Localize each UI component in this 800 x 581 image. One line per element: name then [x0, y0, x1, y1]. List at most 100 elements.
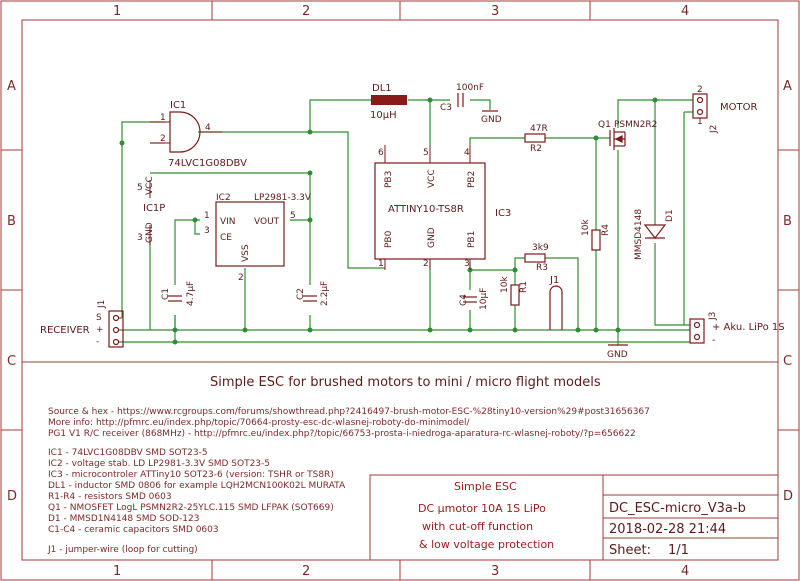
- zone-row-c-right: C: [783, 354, 792, 369]
- note-source: Source & hex - https://www.rcgroups.com/…: [48, 407, 650, 417]
- tb-line1: DC µmotor 10A 1S LiPo: [418, 502, 546, 515]
- ic3-pin3: 3: [464, 259, 470, 269]
- receiver-connector: [108, 310, 124, 348]
- ic3-pin1: 1: [378, 259, 384, 269]
- zone-row-a-left: A: [7, 79, 16, 94]
- title-block: [369, 474, 779, 561]
- j3-connector: [689, 318, 705, 344]
- r1-name: R1: [519, 281, 529, 293]
- zone-row-d-right: D: [783, 489, 793, 504]
- j2-connector: [692, 93, 708, 119]
- r2-resistor: [524, 133, 546, 143]
- c1-value: 4.7µF: [186, 281, 196, 306]
- bom-line: R1-R4 - resistors SMD 0603: [48, 492, 172, 502]
- r2-value: 47R: [530, 124, 548, 134]
- ic3-pin4: 4: [464, 148, 470, 158]
- r3-value: 3k9: [532, 243, 549, 253]
- ic2-vss: VSS: [241, 244, 251, 262]
- ic3-pb0: PB0: [384, 230, 394, 248]
- j2-label: MOTOR: [720, 102, 757, 113]
- note-receiver: PG1 V1 R/C receiver (868MHz) - http://pf…: [48, 429, 636, 439]
- gnd-main-label: GND: [607, 350, 628, 360]
- r1-resistor: [510, 284, 520, 306]
- tb-file: DC_ESC-micro_V3a-b: [609, 501, 746, 516]
- tb-sheet-value: 1/1: [668, 543, 689, 558]
- ic3-pb3: PB3: [384, 171, 394, 188]
- ic1-pin4: 4: [205, 123, 211, 133]
- ic1p-pin3: 3: [137, 233, 143, 243]
- tb-line3: & low voltage protection: [419, 538, 554, 551]
- ic1p-gnd: GND: [145, 222, 155, 243]
- j3-name: J3: [708, 312, 718, 321]
- ic3-pb2: PB2: [467, 171, 477, 188]
- bom-line: DL1 - inductor SMD 0806 for example LQH2…: [48, 481, 346, 491]
- junctions: [119, 97, 658, 345]
- ic1-value: 74LVC1G08DBV: [168, 158, 247, 169]
- zone-col-2-bottom: 2: [302, 564, 310, 579]
- tb-sheet-label: Sheet:: [609, 543, 651, 558]
- jumper-note: J1 - jumper-wire (loop for cutting): [47, 545, 198, 555]
- ic3-vcc: VCC: [427, 169, 437, 188]
- zone-row-c-left: C: [7, 354, 16, 369]
- d1-value: MMSD4148: [634, 209, 644, 260]
- ic2-body: [215, 201, 285, 267]
- ic1-and-gate: [150, 111, 222, 153]
- ic3-pin2: 2: [423, 259, 429, 269]
- c3-name: C3: [440, 103, 452, 113]
- zone-col-4-bottom: 4: [681, 564, 689, 579]
- bom-line: Q1 - NMOSFET LogL PSMN2R2-25YLC.115 SMD …: [48, 503, 334, 513]
- j2-name: J2: [709, 125, 719, 134]
- ic2-pin1: 1: [204, 211, 210, 221]
- r3-name: R3: [536, 263, 548, 273]
- j3-minus: -: [712, 335, 716, 346]
- ic2-name: IC2: [216, 193, 231, 203]
- ic2-pin2: 2: [238, 273, 244, 283]
- r1-value: 10k: [500, 276, 510, 293]
- q1-name: Q1: [598, 120, 611, 130]
- tb-line2: with cut-off function: [422, 520, 533, 533]
- ic2-pin5: 5: [290, 211, 296, 221]
- ic2-value: LP2981-3.3V: [254, 193, 312, 203]
- ic3-value: ATTINY10-TS8R: [388, 204, 464, 215]
- zone-col-1-top: 1: [113, 4, 121, 19]
- c3-gnd: GND: [481, 115, 502, 125]
- ic3-name: IC3: [495, 208, 511, 219]
- ic1-pin1: 1: [160, 113, 166, 123]
- c2-name: C2: [296, 288, 306, 300]
- bom-line: IC3 - microcontroler ATTiny10 SOT23-6 (v…: [48, 470, 334, 480]
- ic3-pins: [384, 145, 471, 270]
- ic2-vout: VOUT: [254, 217, 280, 227]
- zone-col-2-top: 2: [302, 4, 310, 19]
- dl1-name: DL1: [372, 83, 392, 94]
- receiver-s: S: [96, 313, 102, 323]
- zone-col-1-bottom: 1: [113, 564, 121, 579]
- ic1-pin2: 2: [160, 134, 166, 144]
- zone-col-4-top: 4: [681, 4, 689, 19]
- c3-value: 100nF: [456, 83, 484, 93]
- tb-date: 2018-02-28 21:44: [609, 522, 726, 537]
- c4-name: C4: [459, 294, 469, 306]
- zone-row-b-left: B: [7, 214, 16, 229]
- d1-diode: [643, 224, 667, 239]
- r4-name: R4: [601, 224, 611, 236]
- zone-col-3-top: 3: [491, 4, 499, 19]
- d1-name: D1: [665, 209, 675, 222]
- j3-label: + Aku. LiPo 1S: [712, 322, 785, 333]
- r2-name: R2: [530, 144, 542, 154]
- ic1p-name: IC1P: [143, 203, 165, 214]
- receiver-plus: +: [96, 325, 104, 335]
- ic1-name: IC1: [170, 100, 186, 111]
- zone-row-d-left: D: [7, 489, 17, 504]
- r4-value: 10k: [581, 219, 591, 236]
- ic3-pin6: 6: [378, 148, 384, 158]
- wires: [118, 99, 693, 345]
- j2-pin2: 2: [697, 85, 703, 95]
- dl1-value: 10µH: [370, 110, 397, 121]
- zone-row-a-right: A: [783, 79, 792, 94]
- c1-capacitor: [168, 295, 182, 302]
- r3-resistor: [524, 253, 546, 263]
- c3-capacitor: [457, 93, 464, 107]
- ic1p-pin5: 5: [137, 183, 143, 193]
